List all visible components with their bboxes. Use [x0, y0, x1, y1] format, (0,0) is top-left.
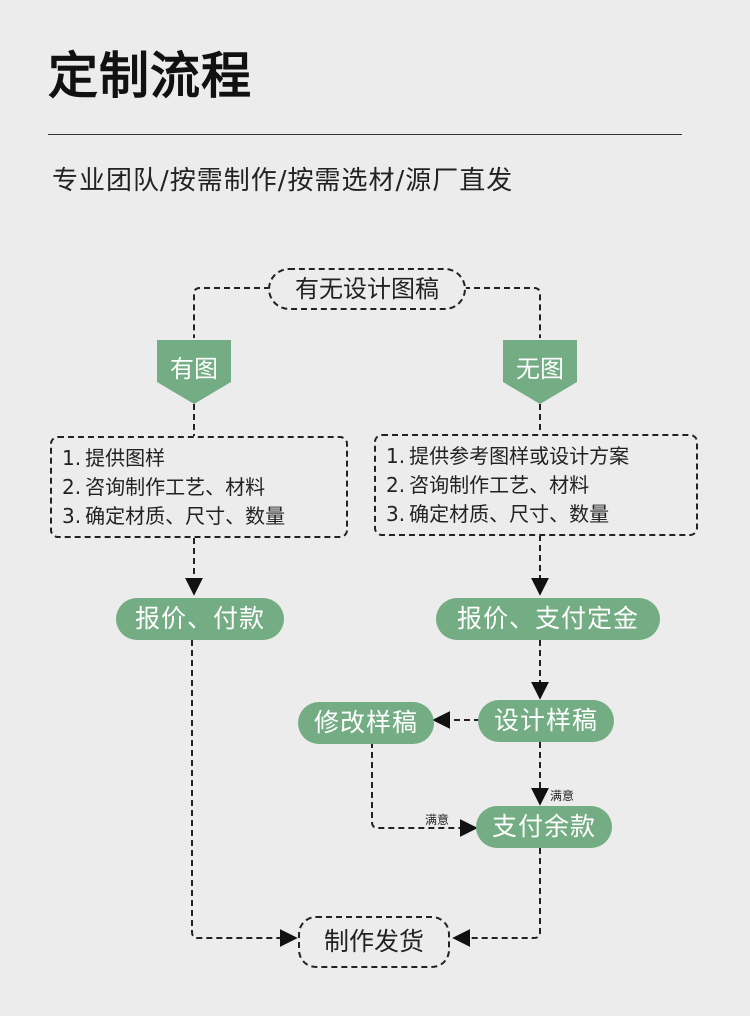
connector-start-right [464, 287, 541, 338]
step-item: 3.确定材质、尺寸、数量 [62, 504, 286, 528]
start-node: 有无设计图稿 [268, 268, 466, 310]
connector-left-quote-end [191, 640, 298, 947]
pay-balance-node: 支付余款 [476, 806, 612, 848]
step-item: 1.提供图样 [62, 446, 166, 470]
branch-shape-right [503, 340, 577, 404]
branch-label-right: 无图 [516, 355, 564, 383]
left-steps-box: 1.提供图样 2.咨询制作工艺、材料 3.确定材质、尺寸、数量 [50, 436, 348, 538]
satisfied-label-revise: 满意 [425, 813, 450, 827]
connector-start-left [193, 287, 270, 338]
branch-shape-left [157, 340, 231, 404]
connector-payrest-end [452, 848, 541, 947]
end-node-label: 制作发货 [323, 927, 424, 956]
revise-draft-node: 修改样稿 [298, 702, 434, 744]
quote-pay-node: 报价、付款 [116, 598, 284, 640]
step-item: 2.咨询制作工艺、材料 [386, 473, 590, 497]
connector-revise-payrest [371, 742, 478, 837]
page-subtitle: 专业团队/按需制作/按需选材/源厂直发 [52, 166, 514, 196]
right-steps-box: 1.提供参考图样或设计方案 2.咨询制作工艺、材料 3.确定材质、尺寸、数量 [374, 434, 698, 536]
end-node: 制作发货 [298, 916, 450, 968]
page-title: 定制流程 [48, 47, 252, 105]
branch-label-left: 有图 [170, 355, 218, 383]
step-item: 2.咨询制作工艺、材料 [62, 475, 266, 499]
start-node-label: 有无设计图稿 [295, 275, 439, 303]
satisfied-label-design: 满意 [550, 789, 575, 803]
step-item: 3.确定材质、尺寸、数量 [386, 502, 610, 526]
title-divider [48, 134, 682, 135]
quote-deposit-node: 报价、支付定金 [436, 598, 660, 640]
design-draft-node: 设计样稿 [478, 700, 614, 742]
step-item: 1.提供参考图样或设计方案 [386, 444, 630, 468]
